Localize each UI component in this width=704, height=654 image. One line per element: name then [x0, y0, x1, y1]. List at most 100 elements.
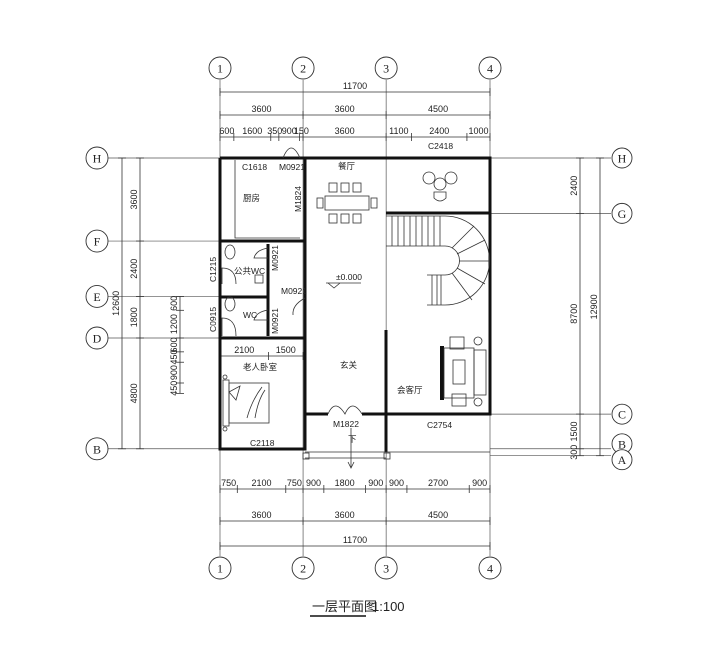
axis-label: 1: [217, 62, 223, 76]
dimension-value: 3600: [252, 104, 272, 114]
dimension-value: 350: [267, 126, 282, 136]
public-wc-label: 公共WC: [234, 266, 265, 276]
dimension-value: 12600: [111, 291, 121, 316]
dimension-value: 3600: [252, 510, 272, 520]
bed-icon: [222, 374, 270, 432]
walls: [218, 156, 492, 469]
wc-door-1-label: M0921: [270, 245, 280, 271]
top-window-label: C2418: [428, 141, 453, 151]
axis-label: H: [93, 152, 102, 166]
doors: [253, 147, 363, 415]
wc-window-1-label: C1215: [208, 257, 218, 282]
axis-bubble: [478, 56, 502, 80]
axis-label: F: [94, 235, 101, 249]
wc-window-2-label: C0915: [208, 307, 218, 332]
dimension-value: 3600: [335, 510, 355, 520]
dimension-value: 3600: [129, 190, 139, 210]
dimension-value: 600: [169, 296, 179, 311]
dimension-value: 1600: [242, 126, 262, 136]
dimension-value: 11700: [343, 81, 367, 91]
drawing-title: 一层平面图 1:100: [310, 599, 405, 617]
axis-label: 2: [300, 62, 306, 76]
dimension-value: 900: [389, 478, 404, 488]
axis-label: 4: [487, 562, 493, 576]
dimension-value: 150: [294, 126, 309, 136]
wc-door-swing: [253, 309, 269, 321]
axis-bubble: [85, 437, 109, 461]
axis-bubble: [611, 403, 633, 425]
tea-table-icon: [422, 171, 458, 202]
dimension-value: 900: [306, 478, 321, 488]
toilet-fixtures-icon: [221, 244, 264, 337]
dimension-value: 900: [368, 478, 383, 488]
kitchen-label: 厨房: [243, 193, 260, 203]
bedroom-window-label: C2118: [250, 438, 275, 448]
title-name: 一层平面图: [312, 599, 377, 614]
dimension-value: 750: [287, 478, 302, 488]
down-label: 下: [348, 434, 357, 444]
hall-door-label: M0921: [281, 286, 307, 296]
axis-bubble: [208, 56, 232, 80]
axis-bubble: [611, 147, 633, 169]
axis-label: G: [618, 207, 627, 221]
dimension-value: 1200: [169, 314, 179, 334]
axis-bubble: [291, 56, 315, 80]
axis-bubble: [291, 556, 315, 580]
dimension-value: 300: [569, 445, 579, 460]
dimension-value: 1100: [389, 126, 408, 136]
dimension-value: 1000: [468, 126, 488, 136]
axis-bubble: [85, 326, 109, 350]
hall-door-swing: [292, 297, 306, 316]
dining-label: 餐厅: [338, 161, 356, 171]
axis-label: 4: [487, 62, 493, 76]
dimension-value: 900: [169, 365, 179, 380]
entry-door-label: M1822: [333, 419, 359, 429]
dimension-value: 1800: [129, 307, 139, 327]
axis-label: E: [93, 290, 100, 304]
dimension-value: 1500: [276, 345, 296, 355]
reception-label: 会客厅: [397, 385, 423, 395]
axis-label: B: [618, 437, 626, 451]
dimension-value: 3600: [335, 126, 355, 136]
axis-label: H: [618, 152, 627, 166]
dimension-value: 4800: [129, 383, 139, 403]
axis-label: 3: [383, 562, 389, 576]
spiral-stair-icon: [386, 215, 490, 306]
sofa-set-icon: [440, 336, 487, 407]
dimension-value: 2100: [252, 478, 272, 488]
dimension-value: 900: [282, 126, 297, 136]
dining-table-icon: [316, 182, 378, 224]
kitchen-window-label: C1618: [242, 162, 267, 172]
wc-door-swing: [253, 247, 269, 259]
entry-door-swing: [327, 405, 363, 415]
dimension-value: 750: [221, 478, 236, 488]
level-label: ±0.000: [336, 272, 362, 282]
axis-label: B: [93, 442, 101, 456]
axis-bubble: [374, 56, 398, 80]
dimension-value: 2100: [234, 345, 254, 355]
door-swing: [282, 147, 301, 159]
level-marker-icon: [326, 282, 361, 289]
title-scale: 1:100: [372, 599, 405, 614]
dimension-value: 8700: [569, 304, 579, 324]
dimension-value: 2400: [569, 176, 579, 196]
dimension-value: 450: [169, 381, 179, 396]
dimension-value: 1800: [335, 478, 355, 488]
dimension-value: 2700: [428, 478, 448, 488]
dimension-value: 12900: [589, 294, 599, 319]
axis-bubble: [374, 556, 398, 580]
wc-label: WC: [243, 310, 257, 320]
axis-label: A: [618, 453, 627, 467]
axis-bubble: [478, 556, 502, 580]
axis-label: C: [618, 408, 626, 422]
dimension-value: 450: [169, 350, 179, 365]
foyer-label: 玄关: [340, 360, 358, 370]
dimension-value: 4500: [428, 104, 448, 114]
dimension-value: 2400: [429, 126, 449, 136]
dimension-value: 1500: [569, 421, 579, 441]
dimension-value: 3600: [335, 104, 355, 114]
front-window-label: C2754: [427, 420, 452, 430]
